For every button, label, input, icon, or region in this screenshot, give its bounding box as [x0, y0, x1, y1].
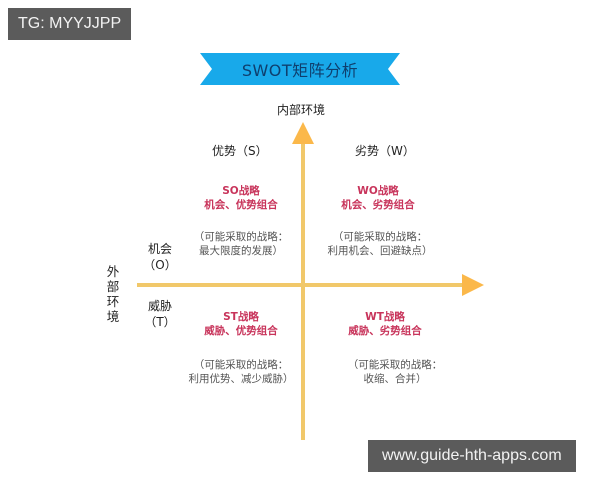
wt-note: （可能采取的战略： 收缩、合并）	[340, 358, 450, 386]
weaknesses-header: 劣势（W）	[355, 144, 415, 158]
wt-title: WT战略	[365, 311, 405, 323]
strengths-header: 优势（S）	[212, 144, 268, 158]
arrow-up-icon	[292, 122, 314, 144]
vertical-axis	[301, 140, 305, 440]
so-title: SO战略	[222, 185, 260, 197]
wt-note-line1: （可能采取的战略：	[347, 359, 443, 371]
st-title: ST战略	[223, 311, 259, 323]
external-char: 部	[106, 279, 120, 294]
st-note-line2: 利用优势、减少威胁）	[188, 373, 294, 385]
diagram-title: SWOT矩阵分析	[241, 61, 359, 80]
opportunities-header: 机会 （O）	[140, 241, 180, 273]
opportunities-label: 机会	[147, 242, 172, 256]
arrow-right-icon	[462, 274, 484, 296]
external-environment-label: 外 部 环 境	[106, 264, 120, 324]
threats-header: 威胁 （T）	[140, 298, 180, 330]
wo-note-line2: 利用机会、回避缺点）	[327, 245, 433, 257]
so-strategy: SO战略 机会、优势组合	[186, 184, 296, 212]
watermark-top: TG: MYYJJPP	[8, 8, 132, 40]
title-ribbon: SWOT矩阵分析	[200, 53, 400, 85]
st-note-line1: （可能采取的战略：	[193, 359, 289, 371]
wo-title: WO战略	[357, 185, 399, 197]
wt-note-line2: 收缩、合并）	[363, 373, 427, 385]
so-note-line2: 最大限度的发展）	[199, 245, 283, 257]
wo-note-line1: （可能采取的战略：	[332, 231, 428, 243]
st-subtitle: 威胁、优势组合	[204, 325, 278, 337]
so-note: （可能采取的战略： 最大限度的发展）	[186, 230, 296, 258]
wo-subtitle: 机会、劣势组合	[341, 199, 415, 211]
wo-strategy: WO战略 机会、劣势组合	[318, 184, 438, 212]
wo-note: （可能采取的战略： 利用机会、回避缺点）	[320, 230, 440, 258]
internal-environment-label: 内部环境	[277, 103, 326, 117]
external-char: 外	[106, 264, 120, 279]
external-char: 境	[106, 309, 120, 324]
threats-label: 威胁	[147, 299, 172, 313]
watermark-bottom: www.guide-hth-apps.com	[368, 440, 576, 472]
threats-code: （T）	[144, 315, 176, 329]
wt-subtitle: 威胁、劣势组合	[348, 325, 422, 337]
so-note-line1: （可能采取的战略：	[193, 231, 289, 243]
so-subtitle: 机会、优势组合	[204, 199, 278, 211]
horizontal-axis	[137, 283, 467, 287]
external-char: 环	[106, 294, 120, 309]
wt-strategy: WT战略 威胁、劣势组合	[330, 310, 440, 338]
opportunities-code: （O）	[143, 258, 177, 272]
st-note: （可能采取的战略： 利用优势、减少威胁）	[184, 358, 298, 386]
st-strategy: ST战略 威胁、优势组合	[186, 310, 296, 338]
